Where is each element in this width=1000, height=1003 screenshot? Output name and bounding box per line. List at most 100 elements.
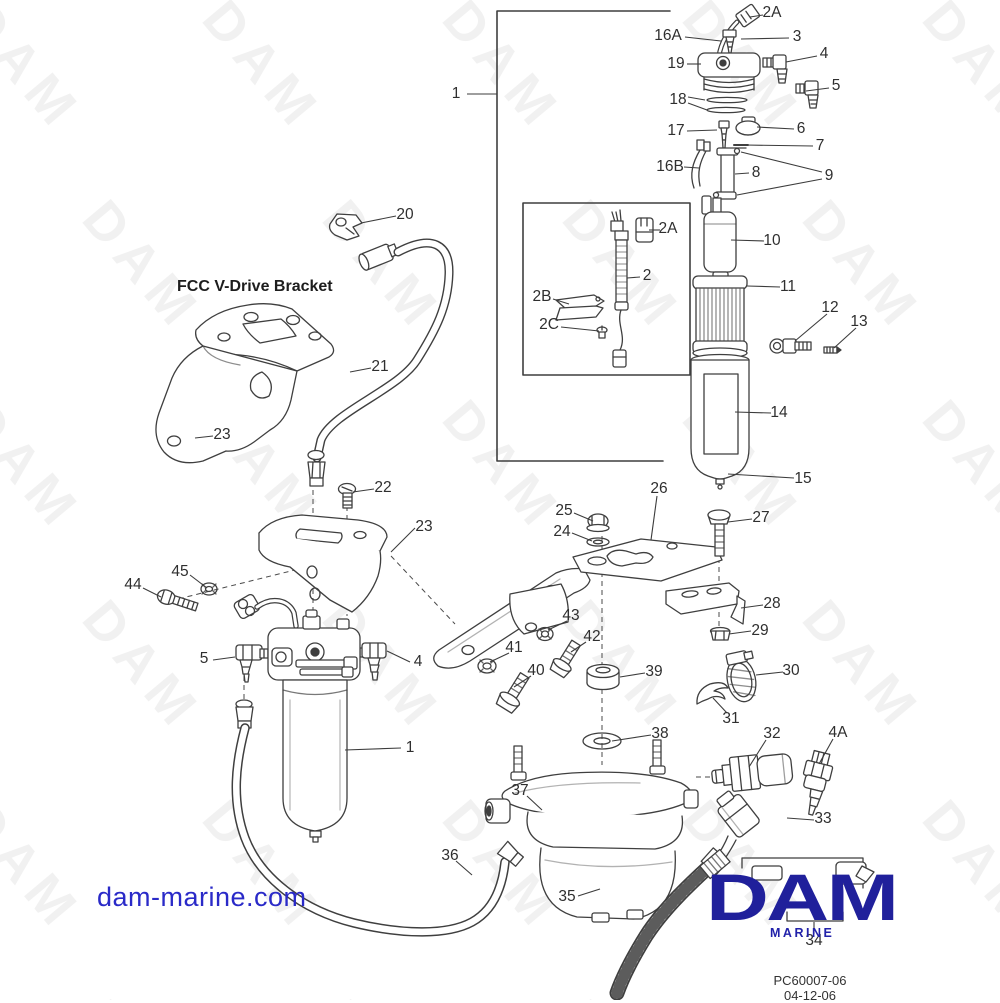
part-callout-5: 5 [199, 650, 209, 667]
part-callout-7: 7 [815, 137, 825, 154]
part-callout-17: 17 [667, 122, 685, 139]
pump-housing-35 [484, 739, 699, 923]
part-callout-43: 43 [562, 607, 580, 624]
part-callout-13: 13 [850, 313, 868, 330]
part-callout-12: 12 [821, 299, 839, 316]
part-callout-29: 29 [751, 622, 769, 639]
fitting-17 [718, 120, 730, 149]
screw-2c [596, 325, 608, 339]
part-code: PC60007-06 [773, 973, 847, 988]
part-callout-16B: 16B [656, 158, 684, 175]
part-callout-2A: 2A [762, 4, 782, 21]
screw-13 [823, 346, 842, 354]
part-callout-14: 14 [770, 404, 788, 421]
part-callout-21: 21 [371, 358, 389, 375]
watermark-text: DAM [911, 789, 1000, 942]
sensor-32 [711, 753, 794, 792]
watermark-text: DAM [431, 0, 573, 143]
washer-38 [582, 732, 622, 750]
part-callout-26: 26 [650, 480, 668, 497]
fitting-12 [769, 338, 812, 354]
watermark-text: DAM [311, 189, 453, 342]
part-callout-31: 31 [722, 710, 740, 727]
part-drawings [155, 3, 875, 1000]
part-callout-4: 4 [413, 653, 423, 670]
watermark-text: DAM [311, 989, 453, 1000]
part-callout-23: 23 [213, 426, 231, 443]
wiring-harness-16b [691, 139, 711, 189]
connector-2a-inner [635, 217, 654, 243]
part-callout-3: 3 [792, 28, 802, 45]
part-callout-45: 45 [171, 563, 189, 580]
part-callout-30: 30 [782, 662, 800, 679]
part-callout-4: 4 [819, 45, 829, 62]
part-callout-38: 38 [651, 725, 669, 742]
fuel-filter-assembly-1 [233, 594, 361, 843]
v-drive-bracket-23 [155, 303, 335, 464]
bolt-40 [495, 672, 530, 714]
nut-29 [709, 626, 731, 641]
part-callout-10: 10 [763, 232, 781, 249]
watermark-text: DAM [0, 389, 93, 542]
harness-connector-33 [609, 790, 760, 1000]
watermark-text: DAM [431, 389, 573, 542]
tank-cap-19 [697, 52, 761, 94]
website-link[interactable]: dam-marine.com [97, 882, 307, 912]
screw-22 [337, 482, 357, 509]
canister-14 [690, 347, 750, 490]
part-callout-18: 18 [669, 91, 687, 108]
bolt-42 [549, 639, 581, 679]
part-callout-39: 39 [645, 663, 663, 680]
part-callout-33: 33 [814, 810, 832, 827]
part-callout-6: 6 [796, 120, 806, 137]
grommet-39 [586, 663, 620, 691]
assembly-2-box [522, 202, 691, 376]
part-callout-5: 5 [831, 77, 841, 94]
lock-washer-43 [536, 626, 554, 642]
date-code: 04-12-06 [783, 988, 837, 1003]
washer-24 [586, 537, 610, 547]
part-callout-15: 15 [794, 470, 812, 487]
hose-21 [307, 238, 454, 487]
part-callout-22: 22 [374, 479, 392, 496]
part-callout-35: 35 [558, 888, 576, 905]
watermark-text: DAM [71, 989, 213, 1000]
fuel-tube-8 [712, 147, 741, 200]
part-callout-36: 36 [441, 847, 459, 864]
part-callout-8: 8 [751, 164, 761, 181]
dam-logo: DAM [706, 860, 899, 934]
part-callout-23: 23 [415, 518, 433, 535]
bolt-27 [707, 509, 731, 557]
float-arm-2b [555, 294, 605, 321]
part-callout-41: 41 [505, 639, 523, 656]
part-callout-24: 24 [553, 523, 571, 540]
part-callout-34: 34 [805, 932, 823, 949]
elbow-fitting-5-left [235, 644, 273, 683]
dam-logo-subtext: MARINE [770, 926, 835, 940]
part-callout-25: 25 [555, 502, 573, 519]
sender-2 [610, 209, 629, 368]
part-callout-37: 37 [511, 782, 529, 799]
part-callout-27: 27 [752, 509, 770, 526]
part-callout-2B: 2B [532, 288, 552, 305]
part-callout-28: 28 [763, 595, 781, 612]
part-callout-2: 2 [642, 267, 652, 284]
part-callout-16A: 16A [654, 27, 682, 44]
bracket-28 [665, 582, 746, 625]
part-callout-2A: 2A [658, 220, 678, 237]
diagram-title: FCC V-Drive Bracket [177, 278, 333, 295]
spring-clip-31 [696, 682, 729, 705]
bolt-44 [156, 589, 199, 612]
lock-washer-41 [477, 658, 497, 674]
mounting-plate-26 [433, 538, 723, 669]
footer-codes: PC60007-06 04-12-06 [748, 973, 872, 1003]
elbow-fitting-4a [802, 749, 834, 816]
hose-36 [231, 699, 524, 937]
watermark-text: DAM [911, 0, 1000, 143]
part-callout-32: 32 [763, 725, 781, 742]
filter-bracket-23 [258, 514, 388, 613]
watermark-text: DAM [0, 789, 93, 942]
assembly-1-box [496, 10, 671, 462]
elbow-fitting-5 [795, 80, 819, 109]
